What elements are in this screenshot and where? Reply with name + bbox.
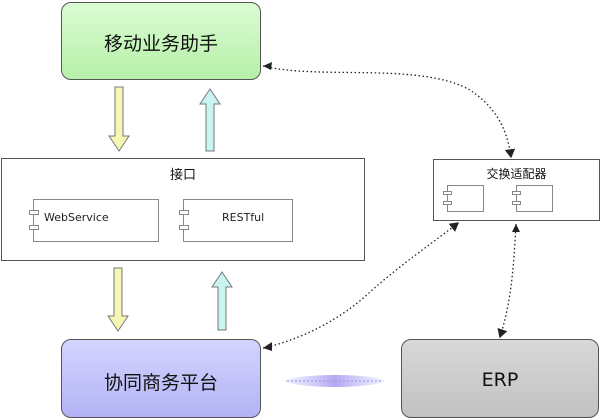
- component-webservice: WebService: [29, 199, 159, 242]
- node-mobile-assistant: 移动业务助手: [61, 2, 261, 80]
- component-icon: [179, 210, 189, 215]
- component-restful: RESTful: [179, 199, 293, 242]
- up-arrow-bottom: [211, 271, 233, 331]
- component-icon: [512, 201, 521, 205]
- dotted-connector-mobile-adapter: [262, 65, 516, 159]
- node-platform-label: 协同商务平台: [103, 372, 218, 394]
- component-icon: [179, 225, 189, 230]
- component-icon: [443, 201, 452, 205]
- up-arrow-top: [199, 88, 221, 152]
- node-platform: 协同商务平台: [61, 339, 261, 418]
- node-mobile-assistant-label: 移动业务助手: [103, 33, 218, 55]
- node-interface-label: 接口: [169, 168, 196, 183]
- node-interface: 接口 WebService RESTful: [1, 158, 365, 261]
- node-erp: ERP: [401, 339, 599, 418]
- dotted-connector-adapter-erp: [497, 223, 517, 339]
- component-icon: [29, 225, 39, 230]
- component-restful-label: RESTful: [222, 211, 265, 224]
- component-icon: [29, 210, 39, 215]
- adapter-component-1: [443, 185, 484, 212]
- component-webservice-label: WebService: [44, 211, 109, 224]
- node-adapter-label: 交换适配器: [486, 167, 547, 181]
- node-erp-label: ERP: [481, 369, 519, 391]
- component-icon: [443, 191, 452, 195]
- component-icon: [512, 191, 521, 195]
- node-adapter: 交换适配器: [433, 159, 600, 221]
- adapter-component-2: [512, 185, 553, 212]
- down-arrow-bottom: [107, 267, 129, 332]
- down-arrow-top: [108, 86, 130, 152]
